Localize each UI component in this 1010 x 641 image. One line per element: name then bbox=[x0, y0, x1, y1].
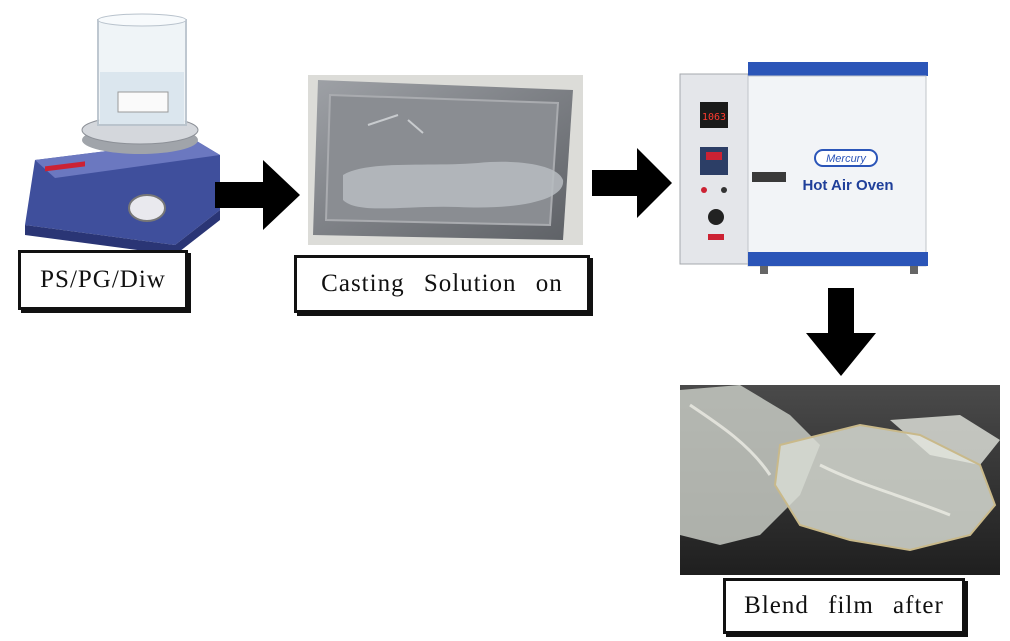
svg-text:1063: 1063 bbox=[702, 112, 726, 123]
svg-text:Hot Air Oven: Hot Air Oven bbox=[802, 177, 893, 194]
arrow-down-3 bbox=[806, 288, 876, 376]
hot-air-oven-illustration: 1063 Mercury Hot Air Oven bbox=[679, 62, 928, 274]
arrow-right-1 bbox=[215, 160, 300, 230]
speed-knob bbox=[128, 194, 166, 222]
oven-dial bbox=[708, 209, 724, 225]
hotplate-stirrer-illustration bbox=[25, 13, 220, 255]
blend-film-photo bbox=[680, 385, 1000, 575]
arrow-right-2 bbox=[592, 148, 672, 218]
step4-caption: Blend film after bbox=[744, 592, 944, 619]
casting-tray-photo bbox=[308, 75, 583, 245]
step1-caption: PS/PG/Diw bbox=[40, 266, 166, 293]
temperature-display bbox=[700, 102, 728, 128]
step2-caption: Casting Solution on bbox=[321, 270, 563, 297]
svg-text:Mercury: Mercury bbox=[826, 153, 867, 165]
